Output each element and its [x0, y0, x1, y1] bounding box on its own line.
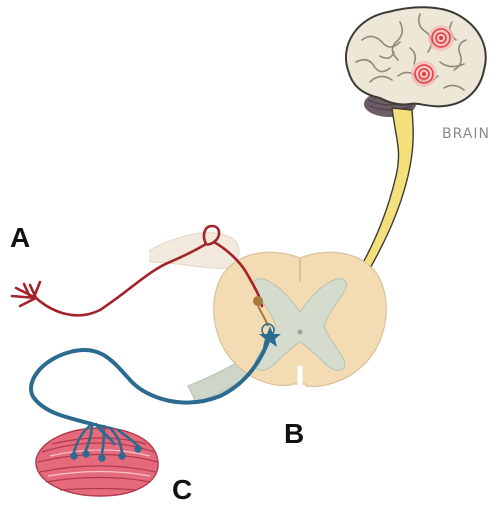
spinal-cord-cross-section	[149, 232, 387, 403]
pain-target-icon	[411, 61, 437, 87]
sensory-neuron	[10, 224, 264, 317]
label-c: C	[172, 474, 193, 505]
pain-target-icon	[428, 25, 454, 51]
neuromuscular-junction	[70, 422, 142, 462]
brain-illustration	[345, 6, 487, 117]
brain-label: BRAIN	[442, 126, 490, 142]
label-b: B	[284, 418, 305, 449]
label-a: A	[10, 222, 31, 253]
muscle-illustration	[35, 427, 159, 497]
motor-neuron-star	[259, 323, 281, 347]
